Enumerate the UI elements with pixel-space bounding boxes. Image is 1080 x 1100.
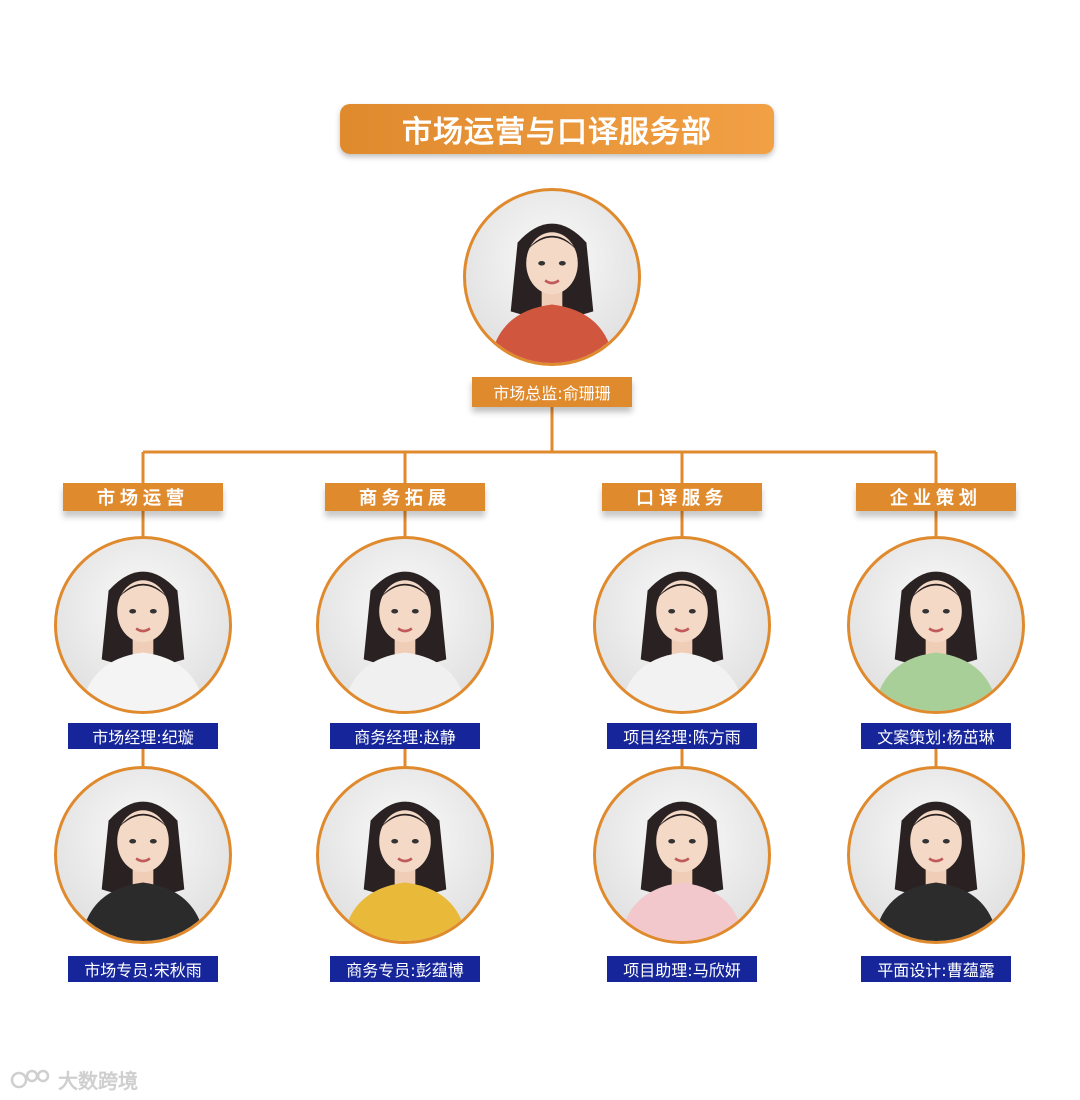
director-label: 市场总监:俞珊珊 [472,377,632,407]
watermark-text: 大数跨境 [58,1068,138,1093]
department-title: 市场运营与口译服务部 [340,104,774,154]
group-label-2: 商务拓展 [325,483,485,511]
member-photo-2-1 [316,536,494,714]
member-photo-4-1 [847,536,1025,714]
member-photo-1-2 [54,766,232,944]
member-photo-1-1 [54,536,232,714]
member-label-4-1: 文案策划:杨茁琳 [861,723,1011,749]
member-label-2-1: 商务经理:赵静 [330,723,480,749]
director-photo [463,188,641,366]
member-label-3-1: 项目经理:陈方雨 [607,723,757,749]
member-photo-4-2 [847,766,1025,944]
member-photo-3-2 [593,766,771,944]
group-label-1: 市场运营 [63,483,223,511]
member-photo-3-1 [593,536,771,714]
group-label-3: 口译服务 [602,483,762,511]
member-photo-2-2 [316,766,494,944]
member-label-1-1: 市场经理:纪璇 [68,723,218,749]
member-label-4-2: 平面设计:曹蕴露 [861,956,1011,982]
member-label-1-2: 市场专员:宋秋雨 [68,956,218,982]
member-label-3-2: 项目助理:马欣妍 [607,956,757,982]
group-label-4: 企业策划 [856,483,1016,511]
member-label-2-2: 商务专员:彭蕴博 [330,956,480,982]
watermark: 大数跨境 [10,1066,138,1093]
watermark-logo-icon [10,1069,50,1089]
